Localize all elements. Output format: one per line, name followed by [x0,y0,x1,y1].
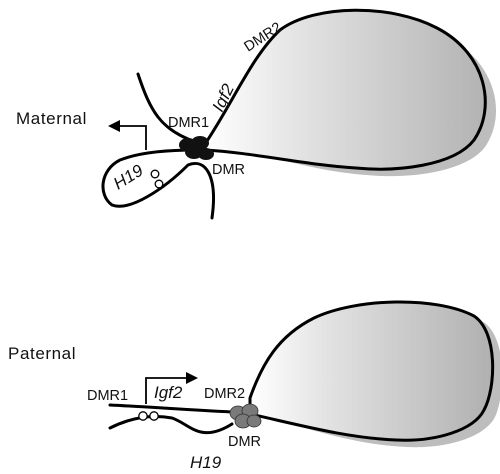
maternal-panel: Maternal DMR2 Igf2 DMR1 H19 DMR [16,10,496,218]
maternal-dmr-label: DMR [212,162,245,178]
paternal-site-1 [139,412,147,420]
paternal-strand-upper [110,405,232,412]
paternal-arrowhead-icon [186,372,198,384]
paternal-dmr2-label: DMR2 [204,386,245,402]
maternal-dmr1-label: DMR1 [168,115,209,131]
maternal-transcription-arrow [118,126,146,150]
maternal-site-1 [151,170,159,178]
maternal-arrowhead-icon [108,120,120,132]
maternal-h19-label: H19 [110,160,147,193]
paternal-dmr2-complex [230,404,261,428]
maternal-chromatin-loop [205,10,485,169]
paternal-panel: Paternal DMR1 Igf2 DMR2 DMR H19 [8,302,500,472]
paternal-allele-label: Paternal [8,344,76,363]
maternal-site-2 [155,180,163,188]
paternal-h19-label: H19 [190,453,222,472]
paternal-igf2-label: Igf2 [154,383,183,402]
paternal-dmr-label: DMR [228,434,261,450]
paternal-site-2 [150,412,158,420]
paternal-dmr1-label: DMR1 [87,388,128,404]
maternal-allele-label: Maternal [16,109,87,128]
paternal-strand-lower [110,416,232,432]
paternal-chromatin-loop [250,302,493,440]
